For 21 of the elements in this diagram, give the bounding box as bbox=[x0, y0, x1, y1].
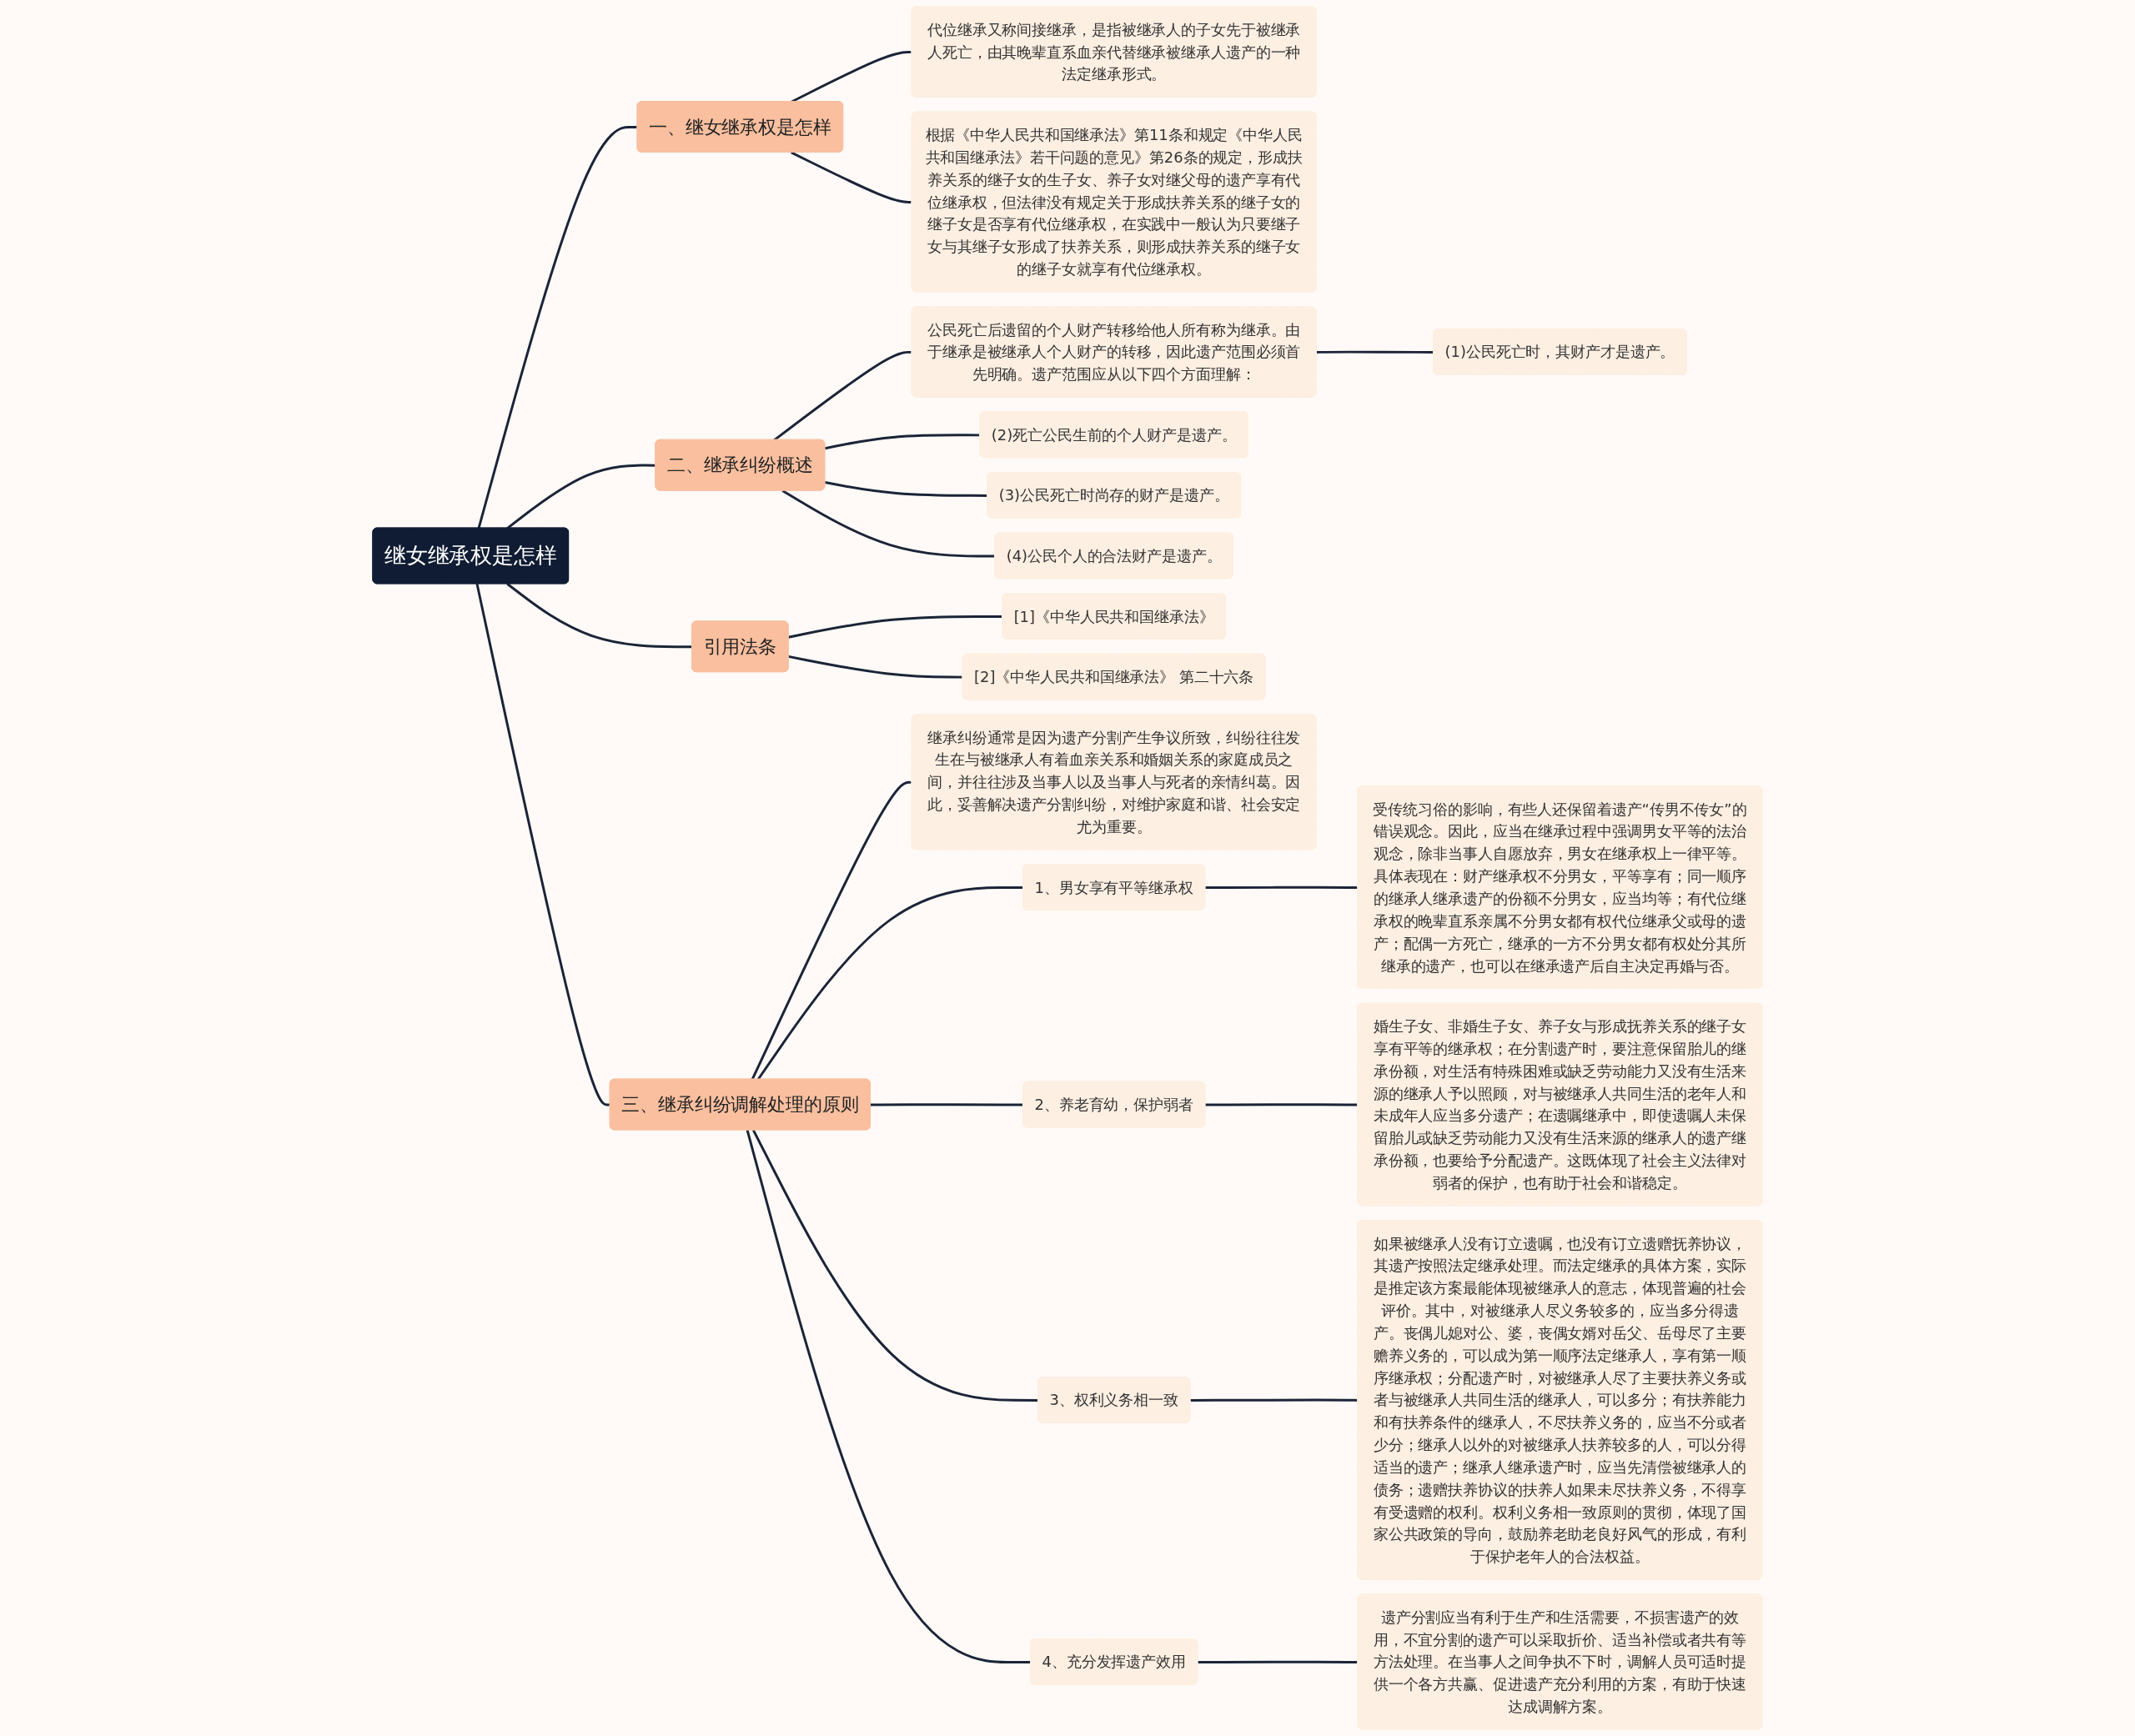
connector bbox=[1205, 1103, 1359, 1106]
connector bbox=[824, 481, 988, 497]
connector bbox=[788, 655, 963, 679]
connector bbox=[1190, 1398, 1359, 1402]
connector bbox=[477, 126, 638, 529]
connector bbox=[781, 489, 996, 558]
connector bbox=[506, 464, 656, 529]
connector bbox=[1198, 1660, 1359, 1663]
connector bbox=[773, 350, 912, 441]
connector bbox=[752, 1129, 1038, 1402]
connector bbox=[746, 1129, 1032, 1663]
connector bbox=[506, 583, 693, 649]
connector bbox=[788, 615, 1003, 639]
connector bbox=[1205, 886, 1359, 890]
connector bbox=[824, 434, 981, 450]
connector bbox=[1316, 350, 1434, 354]
connector bbox=[791, 151, 912, 204]
connector bbox=[751, 780, 912, 1081]
connector bbox=[475, 584, 610, 1106]
connector bbox=[756, 886, 1024, 1081]
connector bbox=[870, 1103, 1024, 1106]
